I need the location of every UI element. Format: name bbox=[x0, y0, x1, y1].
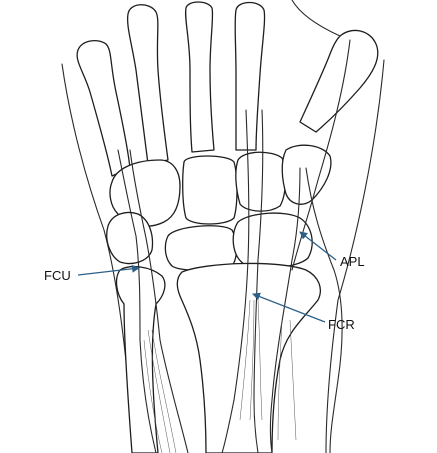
scaphoid bbox=[232, 212, 313, 269]
tendon-fcr-a bbox=[221, 109, 250, 453]
label-fcr: FCR bbox=[328, 317, 355, 332]
thumb-metacarpal bbox=[299, 29, 379, 133]
metacarpal-second bbox=[234, 1, 266, 151]
labels: FCU APL FCR bbox=[44, 254, 365, 332]
tendon-fcr-fibers bbox=[239, 299, 263, 421]
capitate bbox=[182, 155, 238, 225]
pisiform-triquetrum bbox=[106, 211, 154, 265]
tendon-fcr-b bbox=[253, 109, 264, 453]
tendon-apl-fibers bbox=[277, 319, 297, 441]
label-fcu: FCU bbox=[44, 268, 71, 283]
apl-arrow bbox=[299, 231, 337, 261]
metacarpals bbox=[76, 1, 266, 177]
metacarpal-third bbox=[184, 1, 215, 153]
metacarpal-fifth bbox=[76, 39, 131, 177]
annotation-arrows bbox=[77, 231, 337, 323]
ulna bbox=[115, 265, 166, 453]
fcu-arrow bbox=[77, 264, 140, 276]
tendon-fcu-b bbox=[129, 149, 189, 453]
tendon-fcu-fibers bbox=[143, 329, 177, 453]
fcr-arrow bbox=[252, 292, 326, 323]
tendon-apl-a bbox=[269, 167, 301, 453]
label-apl: APL bbox=[340, 254, 365, 269]
radius bbox=[176, 262, 321, 453]
trapezoid bbox=[235, 151, 287, 212]
metacarpal-fourth bbox=[126, 4, 169, 165]
tendon-fcu-a bbox=[117, 149, 157, 453]
forearm-bones bbox=[115, 262, 321, 453]
thumb-outline bbox=[291, 0, 341, 37]
thumb bbox=[291, 0, 379, 133]
hamate bbox=[109, 159, 181, 227]
tendon-apl-b bbox=[305, 167, 343, 453]
